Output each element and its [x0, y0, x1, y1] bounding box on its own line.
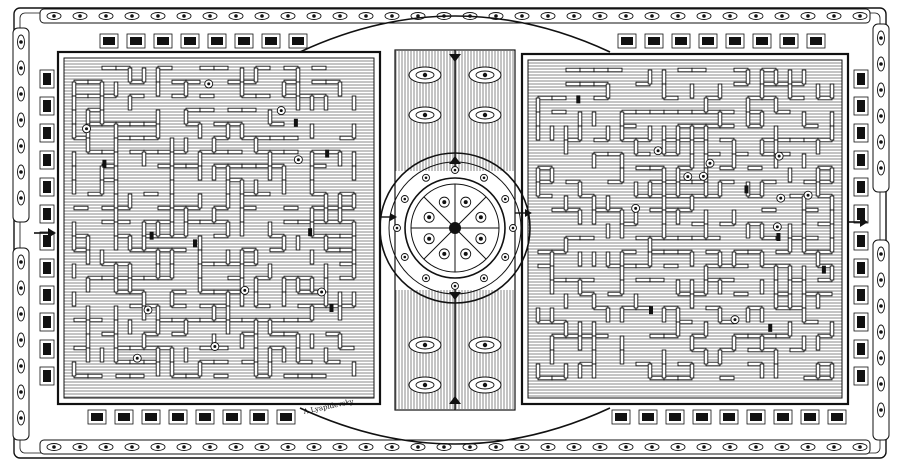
- block-rows: [39, 33, 869, 425]
- right-maze-walls: [535, 67, 835, 381]
- left-maze-walls: [71, 65, 357, 379]
- exit-arrow[interactable]: [848, 217, 868, 227]
- left-eye-border: [12, 27, 30, 441]
- center-ornaments: [393, 66, 517, 394]
- bottom-eye-border: [39, 439, 871, 455]
- left-maze-panel[interactable]: [56, 50, 382, 406]
- center-goal-dot[interactable]: [449, 222, 461, 234]
- connector-arrow-right: [515, 209, 532, 217]
- center-wheel: [411, 184, 499, 272]
- connector-arrow-left: [380, 213, 397, 221]
- entry-arrow[interactable]: [34, 228, 56, 238]
- center-medallion[interactable]: [299, 15, 611, 445]
- right-eye-border: [872, 23, 890, 441]
- artist-signature: A.Lyapidevsky: [302, 398, 355, 417]
- right-maze-panel[interactable]: [520, 52, 850, 406]
